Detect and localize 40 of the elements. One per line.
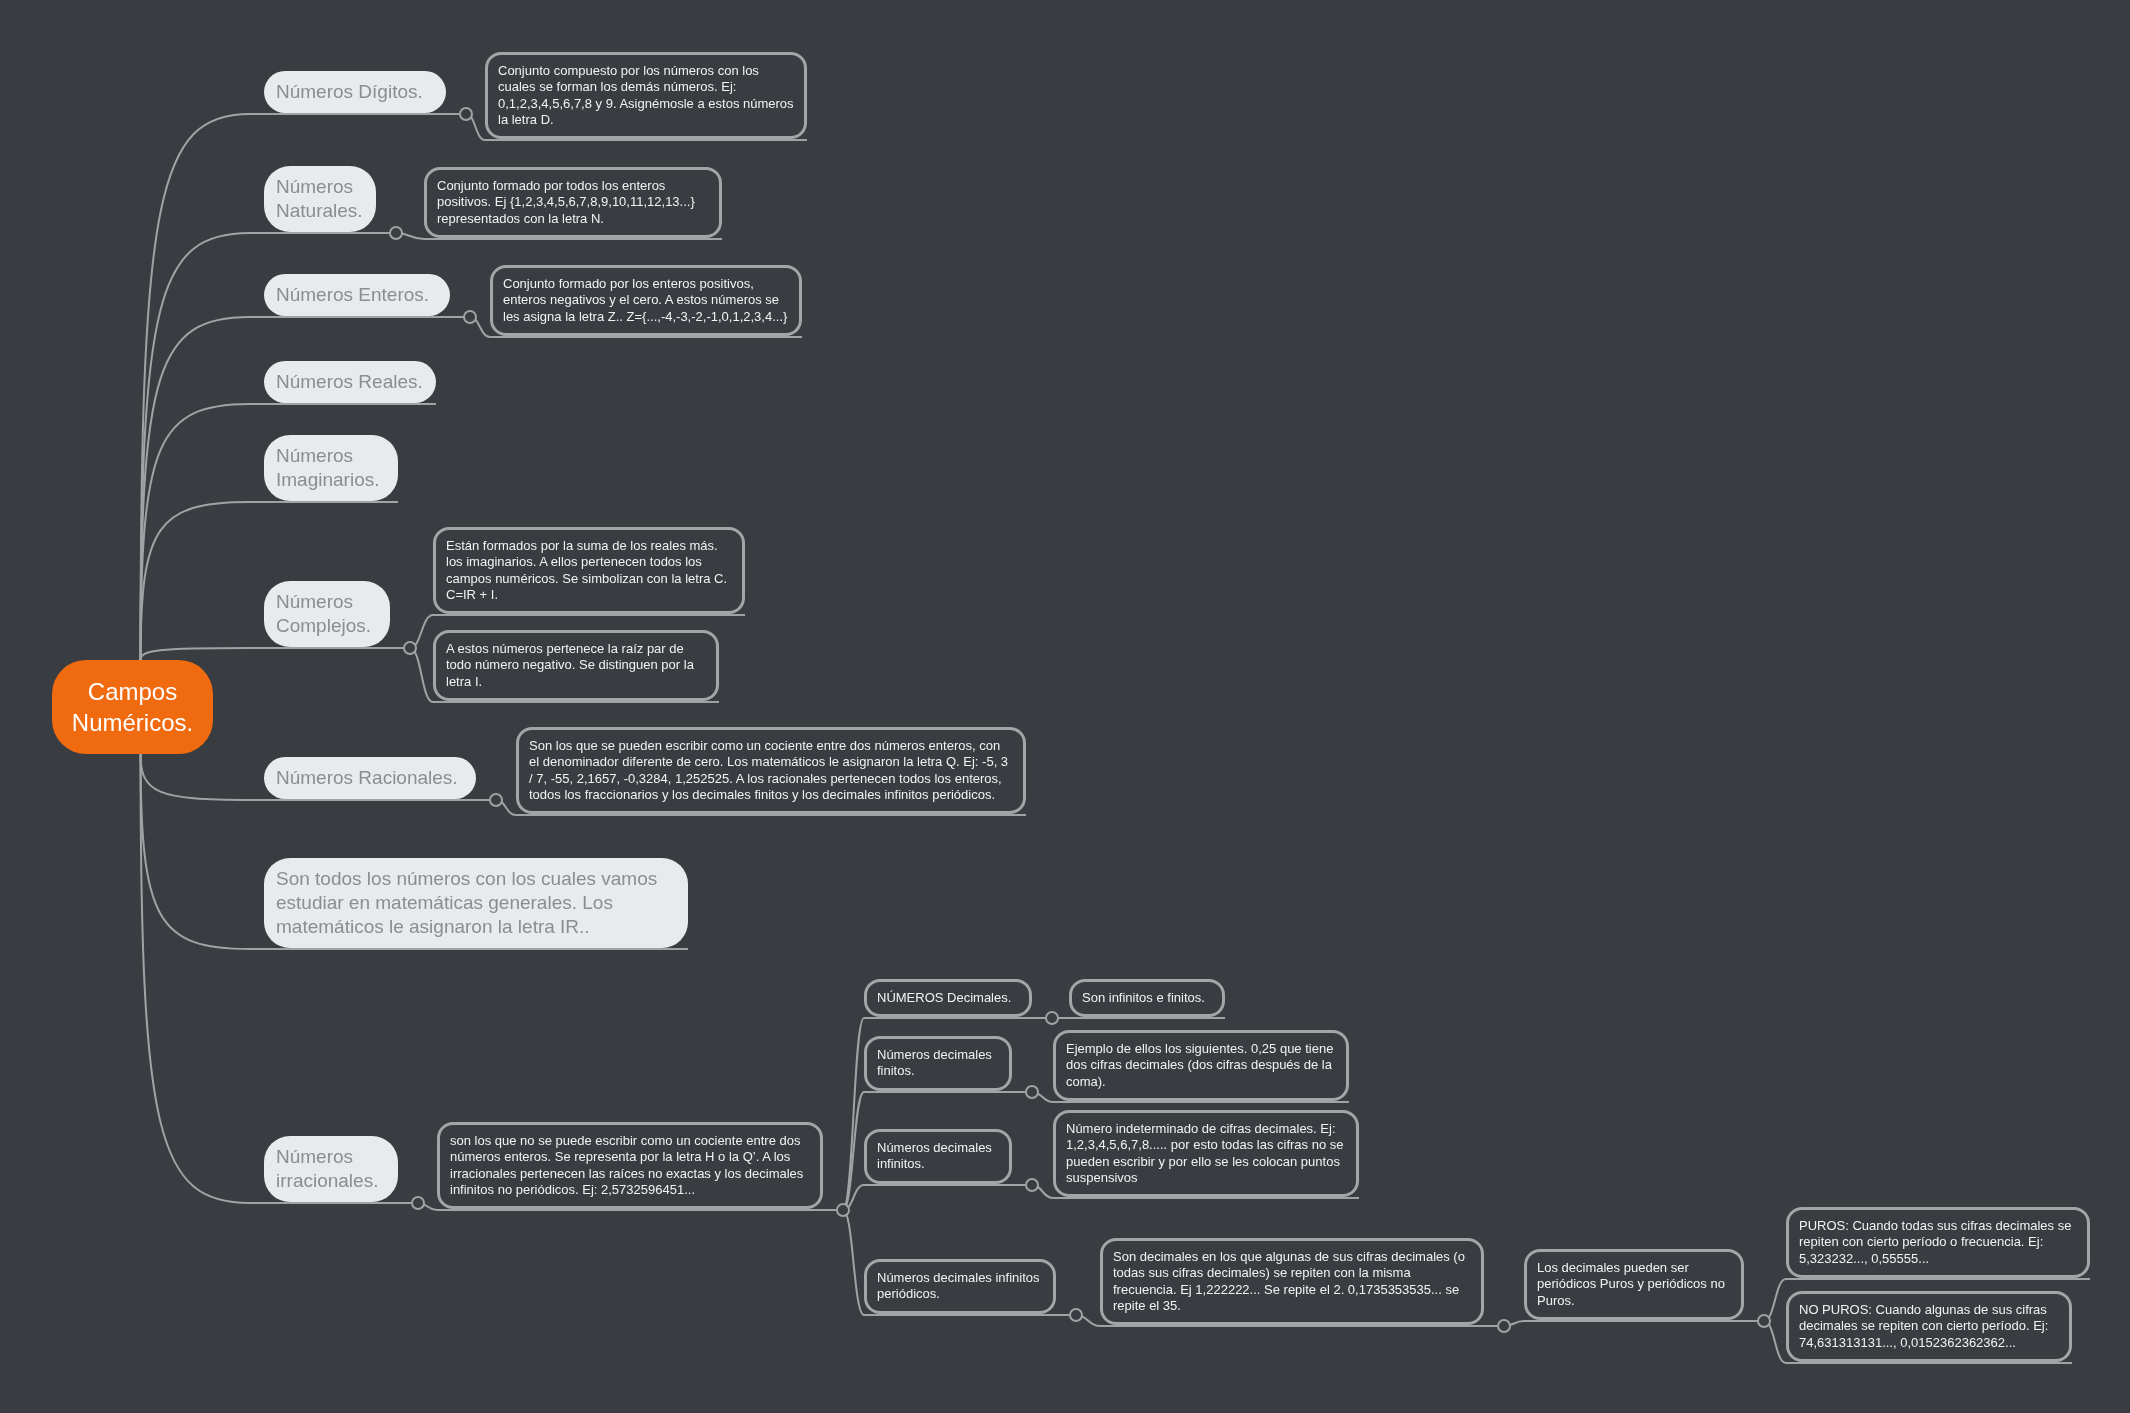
subtopic: Números Racionales. [264,757,476,800]
subtopic: Números Complejos. [264,581,390,648]
subtopic: Números irracionales. [264,1136,398,1203]
note-box: son los que no se puede escribir como un cociente entre dos números enteros. Se representa por la letra H o la Q’. A los irracionales pertenecen las raíces no exactas y los decimales infinitos no periódicos. Ej: 2,5732596451... [437,1122,823,1209]
subtopic: Son todos los números con los cuales vamos estudiar en matemáticas generales. Los matemáticos le asignaron la letra IR.. [264,858,688,949]
connector-line [1031,1017,1226,1019]
connector-line [449,316,803,338]
subtopic: Números Naturales. [264,166,376,233]
note-box: Son infinitos e finitos. [1069,979,1225,1018]
note-box: Números decimales infinitos. [864,1129,1012,1184]
note-box: Están formados por la suma de los reales más. los imaginarios. A ellos pertenecen todos los campos numéricos. Se simbolizan con la letra C. C=IR + I. [433,527,745,614]
note-box: NO PUROS: Cuando algunas de sus cifras decimales se repiten con cierto período. Ej: 74,631313131..., 0,0152362362362... [1786,1291,2072,1362]
note-box: Conjunto formado por todos los enteros positivos. Ej {1,2,3,4,5,6,7,8,9,10,11,12,13...} representados con la letra N. [424,167,722,238]
note-box: Son decimales en los que algunas de sus cifras decimales (o todas sus cifras decimales) se repiten con la misma frecuencia. Ej 1,222222... Se repite el 2. 0,1735353535... se repite el 35. [1100,1238,1484,1325]
subtopic: Números Dígitos. [264,71,446,114]
connector-line [1055,1314,1485,1327]
connector-line [1011,1184,1360,1199]
note-box: Son los que se pueden escribir como un cociente entre dos números enteros, con el denominador diferente de cero. Los matemáticos le asignaron la letra Q. Ej: -5, 3 / 7, -55, 2,1657, -0,3284, 1,252525. A los racionales pertenecen todos los enteros, todos los fraccionarios y los decimales finitos y los decimales infinitos periódicos. [516,727,1026,814]
connector-line [375,232,723,240]
note-box: A estos números pertenece la raíz par de todo número negativo. Se distinguen por la letra I. [433,630,719,701]
subtopic: Números Enteros. [264,274,450,317]
note-box: Conjunto formado por los enteros positivos, enteros negativos y el cero. A estos números se les asigna la letra Z.. Z={...,-4,-3,-2,-1,0,1,2,3,4...} [490,265,802,336]
connector-line [475,799,1027,816]
note-box: Conjunto compuesto por los números con los cuales se forman los demás números. Ej: 0,1,2,3,4,5,6,7,8 y 9. Asignémosle a estos números la letra D. [485,52,807,139]
note-box: Números decimales finitos. [864,1036,1012,1091]
note-box: PUROS: Cuando todas sus cifras decimales se repiten con cierto período o frecuencia. Ej: 5,323232..., 0,55555... [1786,1207,2090,1278]
subtopic: Números Imaginarios. [264,435,398,502]
note-box: Número indeterminado de cifras decimales. Ej: 1,2,3,4,5,6,7,8..... por esto todas las cifras no se pueden escribir y por ello se les colocan puntos suspensivos [1053,1110,1359,1197]
note-box: Ejemplo de ellos los siguientes. 0,25 que tiene dos cifras decimales (dos cifras después de la coma). [1053,1030,1349,1101]
connector-line [445,113,808,141]
connector-line [1011,1091,1350,1103]
connector-line [1483,1320,1745,1327]
note-box: Los decimales pueden ser periódicos Puros y periódicos no Puros. [1524,1249,1744,1320]
connector-line [397,1202,824,1211]
central-topic: Campos Numéricos. [52,660,213,754]
connector-line [139,647,391,661]
connector-line [139,753,399,1204]
subtopic: Números Reales. [264,361,436,404]
note-box: Números decimales infinitos periódicos. [864,1259,1056,1314]
note-box: NÚMEROS Decimales. [864,979,1032,1018]
